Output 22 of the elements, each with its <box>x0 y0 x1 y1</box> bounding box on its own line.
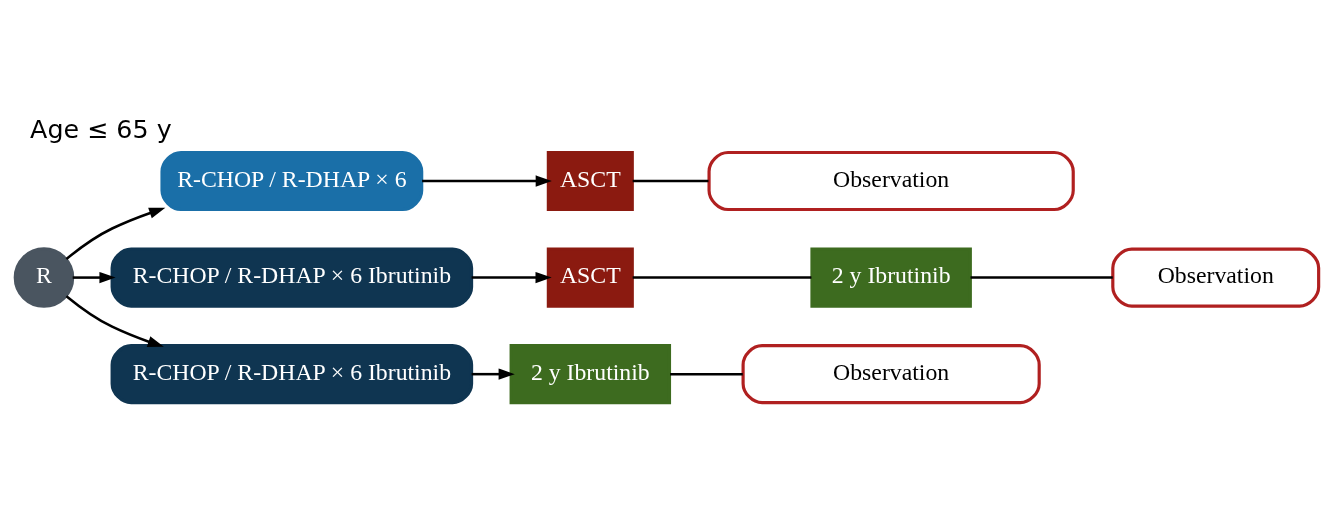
node-box: 2 y Ibrutinib <box>509 343 672 404</box>
node-box: R-CHOP / R-DHAP × 6 Ibrutinib <box>110 247 474 308</box>
node-circle: R <box>13 246 75 308</box>
arrow <box>422 174 552 187</box>
arrow <box>65 294 164 347</box>
connector <box>632 275 812 279</box>
node-box: ASCT <box>546 150 634 211</box>
node-box: Observation <box>741 343 1041 404</box>
node-box: R-CHOP / R-DHAP × 6 <box>160 150 424 211</box>
diagram-title: Age ≤ 65 y <box>30 113 172 144</box>
connector <box>632 179 709 182</box>
node-box: Observation <box>707 150 1075 211</box>
connector <box>970 275 1113 279</box>
arrow <box>471 271 552 283</box>
arrow <box>72 271 116 283</box>
node-box: Observation <box>1111 247 1321 308</box>
node-box: R-CHOP / R-DHAP × 6 Ibrutinib <box>110 343 474 404</box>
node-box: 2 y Ibrutinib <box>810 247 972 308</box>
connector <box>670 372 743 375</box>
arrow <box>65 207 166 260</box>
arrow <box>471 368 515 380</box>
node-box: ASCT <box>546 247 634 308</box>
